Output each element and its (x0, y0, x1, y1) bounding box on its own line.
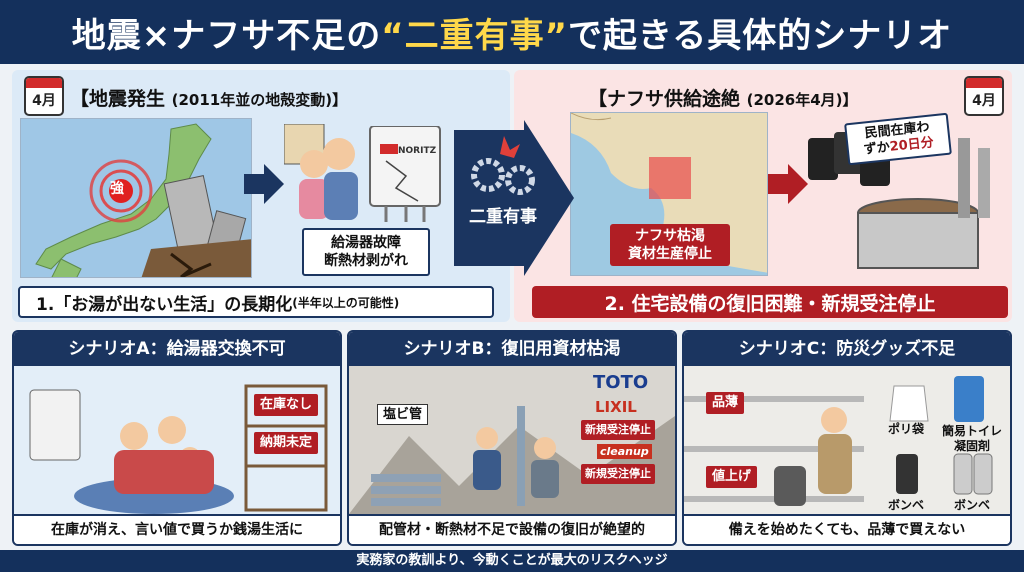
page-title: 地震×ナフサ不足の“二重有事”で起きる具体的シナリオ (0, 0, 1024, 64)
scenario-c-illustration (684, 366, 1010, 514)
worried-family-icon (284, 124, 358, 220)
japan-map (20, 118, 252, 278)
title-post: で起きる具体的シナリオ (567, 15, 953, 56)
dual-crisis-label: 二重有事 (469, 207, 537, 227)
japan-map-graphic (35, 123, 251, 277)
naphtha-heading: 【ナフサ供給途絶 (2026年4月)】 (588, 88, 858, 110)
heater-failure-caption: 給湯器故障 断熱材剥がれ (302, 228, 430, 276)
out-of-stock-tag: 在庫なし (254, 394, 319, 416)
delivery-undetermined-tag: 納期未定 (254, 432, 319, 454)
scenario-c-title: シナリオC：防災グッズ不足 (684, 332, 1010, 366)
scenario-a-card: シナリオA：給湯器交換不可 在庫なし 納期未定 在庫が消え、言い値で買うか銭湯生… (12, 330, 342, 546)
calendar-month-right: 4月 (972, 93, 996, 109)
portable-toilet-label: 簡易トイレ凝固剤 (942, 424, 1003, 453)
quake-intensity-label: 強 (110, 181, 124, 197)
scenario-a-footer: 在庫が消え、言い値で買うか銭湯生活に (14, 514, 340, 544)
heater-brand-label: NORITZ (398, 146, 437, 156)
brand-toto: TOTO (593, 372, 649, 393)
title-highlight: “二重有事” (381, 15, 568, 56)
title-pre: 地震×ナフサ不足の (71, 15, 382, 56)
naphtha-shortage-tag: ナフサ枯渇 資材生産停止 (610, 224, 730, 266)
result-right-bar: 2. 住宅設備の復旧困難・新規受注停止 (532, 286, 1008, 318)
scenario-a-title: シナリオA：給湯器交換不可 (14, 332, 340, 366)
poly-bag-label: ポリ袋 (888, 422, 925, 436)
new-order-stop-tag-2: 新規受注停止 (581, 464, 655, 484)
scenario-b-footer: 配管材・断熱材不足で設備の復旧が絶望的 (349, 514, 675, 544)
short-supply-tag: 品薄 (706, 392, 745, 414)
arrow-right-icon-2 (768, 164, 808, 204)
dual-crisis-arrow-graphic (454, 120, 574, 276)
calendar-month-left: 4月 (32, 93, 56, 109)
arrow-right-icon (244, 164, 284, 204)
calendar-icon-right: 4月 (964, 76, 1004, 116)
earthquake-heading: 【地震発生 (2011年並の地殻変動)】 (70, 88, 348, 110)
brand-lixil: LIXIL (595, 398, 637, 416)
scenario-c-footer: 備えを始めたくても、品薄で買えない (684, 514, 1010, 544)
gas-canister-label-1: ボンベ (888, 498, 925, 512)
brand-cleanup: cleanup (597, 444, 652, 459)
pvc-pipe-label: 塩ビ管 (377, 404, 429, 425)
scenario-b-card: シナリオB：復旧用資材枯渇 塩ビ管 TOTO LIXIL 新規受注停止 clea… (347, 330, 677, 546)
water-heater-icon (369, 126, 441, 222)
scenario-b-illustration (349, 366, 675, 514)
new-order-stop-tag-1: 新規受注停止 (581, 420, 655, 440)
result-left-bar: 1.「お湯が出ない生活」の長期化(半年以上の可能性) (18, 286, 494, 318)
price-hike-tag: 値上げ (706, 466, 758, 488)
scenario-b-title: シナリオB：復旧用資材枯渇 (349, 332, 675, 366)
calendar-icon: 4月 (24, 76, 64, 116)
dual-crisis-arrow (454, 120, 574, 276)
gas-canister-label-2: ボンベ (954, 498, 991, 512)
scenario-c-card: シナリオC：防災グッズ不足 品薄 値上げ ポリ袋 簡易トイレ凝固剤 ボンベ ボン… (682, 330, 1012, 546)
page-footer: 実務家の教訓より、今動くことが最大のリスクヘッジ (0, 550, 1024, 572)
